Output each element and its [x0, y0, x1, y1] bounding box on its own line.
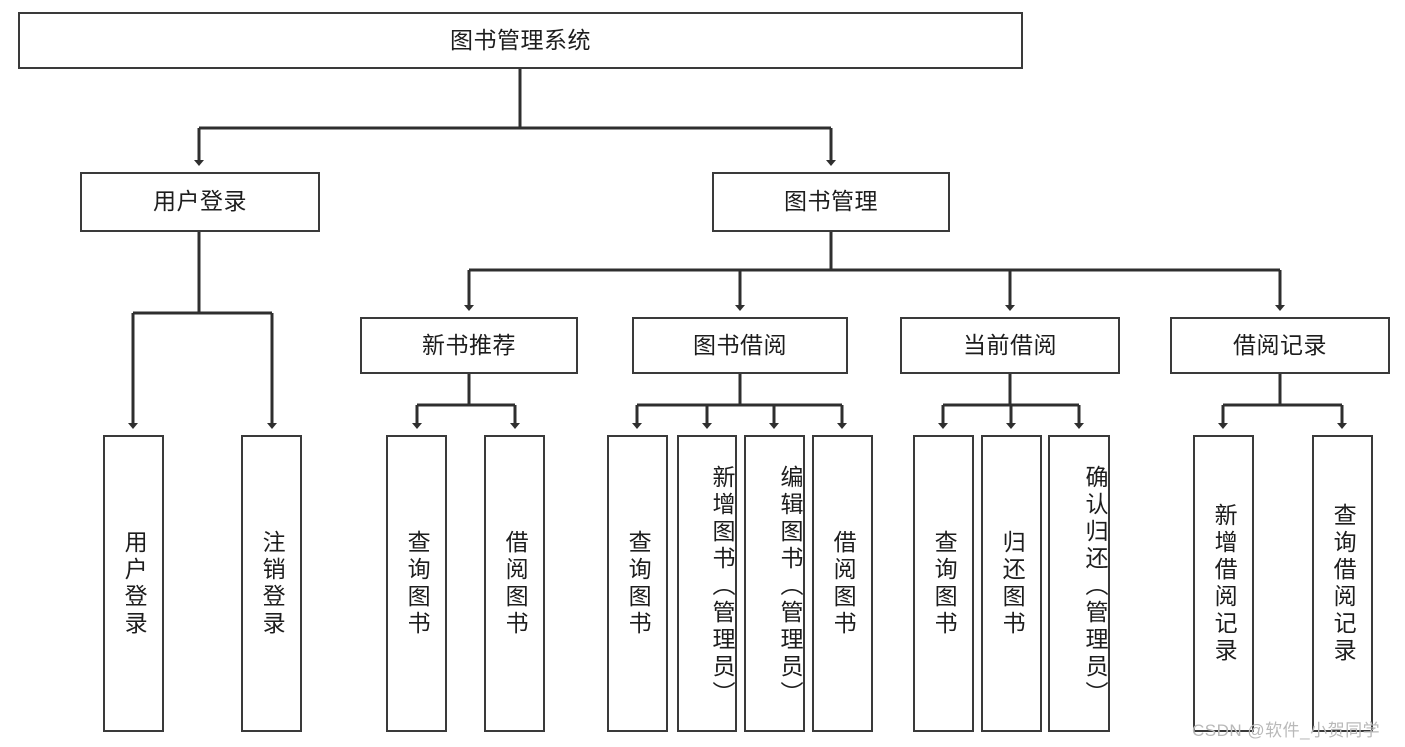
leaf-query-book-borrow[interactable]: 查询图书 — [607, 435, 668, 732]
node-root-label: 图书管理系统 — [450, 26, 591, 53]
leaf-query-book-current-label: 查询图书 — [931, 529, 958, 638]
leaf-query-book-borrow-label: 查询图书 — [625, 529, 652, 638]
leaf-confirm-return-admin-label: 确认归还（管理员） — [1082, 465, 1108, 708]
node-borrow-record-label: 借阅记录 — [1233, 331, 1327, 358]
leaf-query-book-newbook-label: 查询图书 — [404, 529, 431, 638]
node-new-book-recommend[interactable]: 新书推荐 — [360, 317, 578, 374]
leaf-confirm-return-admin[interactable]: 确认归还（管理员） — [1048, 435, 1110, 732]
csdn-watermark: CSDN @软件_小贺同学 — [1192, 721, 1381, 740]
leaf-return-book-label: 归还图书 — [999, 529, 1026, 638]
leaf-query-borrow-record-label: 查询借阅记录 — [1330, 502, 1357, 665]
leaf-return-book[interactable]: 归还图书 — [981, 435, 1042, 732]
leaf-query-borrow-record[interactable]: 查询借阅记录 — [1312, 435, 1373, 732]
leaf-query-book-newbook[interactable]: 查询图书 — [386, 435, 447, 732]
leaf-edit-book-admin[interactable]: 编辑图书（管理员） — [744, 435, 805, 732]
leaf-logout-login[interactable]: 注销登录 — [241, 435, 302, 732]
leaf-borrow-book-label: 借阅图书 — [830, 529, 857, 638]
leaf-add-book-admin[interactable]: 新增图书（管理员） — [677, 435, 737, 732]
node-borrow-record[interactable]: 借阅记录 — [1170, 317, 1390, 374]
leaf-user-login-label: 用户登录 — [121, 529, 148, 638]
node-new-book-recommend-label: 新书推荐 — [422, 331, 516, 358]
leaf-add-borrow-record[interactable]: 新增借阅记录 — [1193, 435, 1254, 732]
leaf-logout-login-label: 注销登录 — [259, 529, 286, 638]
leaf-user-login[interactable]: 用户登录 — [103, 435, 164, 732]
node-current-borrow-label: 当前借阅 — [963, 331, 1057, 358]
node-book-management[interactable]: 图书管理 — [712, 172, 950, 232]
node-book-borrow[interactable]: 图书借阅 — [632, 317, 848, 374]
leaf-add-book-admin-label: 新增图书（管理员） — [709, 465, 735, 708]
node-root[interactable]: 图书管理系统 — [18, 12, 1023, 69]
node-user-login-label: 用户登录 — [153, 188, 247, 215]
leaf-edit-book-admin-label: 编辑图书（管理员） — [777, 465, 803, 708]
leaf-borrow-book-newbook[interactable]: 借阅图书 — [484, 435, 545, 732]
node-book-borrow-label: 图书借阅 — [693, 331, 787, 358]
node-current-borrow[interactable]: 当前借阅 — [900, 317, 1120, 374]
leaf-query-book-current[interactable]: 查询图书 — [913, 435, 974, 732]
node-user-login[interactable]: 用户登录 — [80, 172, 320, 232]
leaf-borrow-book-newbook-label: 借阅图书 — [502, 529, 529, 638]
node-book-management-label: 图书管理 — [784, 188, 878, 215]
leaf-add-borrow-record-label: 新增借阅记录 — [1211, 502, 1238, 665]
leaf-borrow-book[interactable]: 借阅图书 — [812, 435, 873, 732]
